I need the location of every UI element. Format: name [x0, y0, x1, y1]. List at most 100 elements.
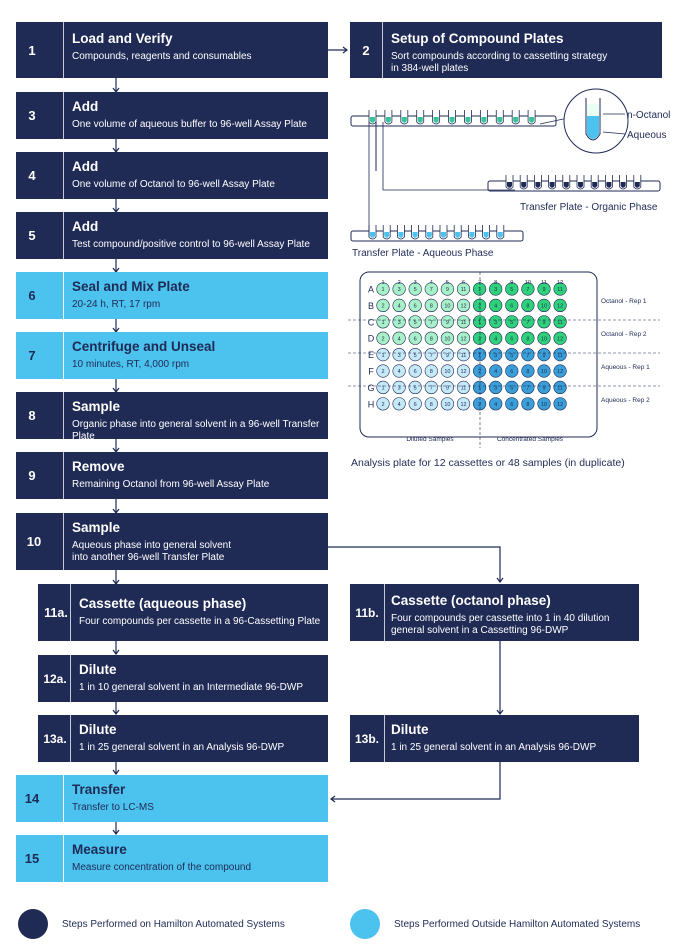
well-label: 2: [381, 369, 384, 375]
well-label: 4: [494, 336, 497, 342]
well-liquid: [535, 182, 541, 188]
step-4: 4 Add One volume of Octanol to 96-well A…: [16, 152, 328, 199]
well-label: 4: [398, 402, 401, 408]
well-label: 3: [398, 353, 401, 359]
well: [376, 282, 390, 296]
well-label: 9: [542, 320, 545, 326]
well: [392, 315, 406, 329]
n-octanol-label: n-Octanol: [627, 110, 671, 121]
well: [424, 315, 438, 329]
step-description: One volume of aqueous buffer to 96-well …: [72, 119, 307, 130]
well: [537, 331, 551, 345]
step-title: Transfer: [72, 782, 126, 797]
well-label: 3: [398, 386, 401, 392]
well: [473, 380, 487, 395]
well: [553, 315, 567, 329]
rep-label: Aqueous - Rep 2: [601, 397, 650, 404]
well: [521, 380, 535, 395]
step-11a: 11a. Cassette (aqueous phase) Four compo…: [38, 584, 328, 641]
well: [376, 298, 390, 313]
well: [392, 298, 406, 313]
step-number: 9: [28, 468, 36, 483]
step-description: Sort compounds according to cassetting s…: [391, 51, 608, 74]
well-label: 5: [510, 320, 513, 326]
well-label: 6: [510, 402, 513, 408]
well: [376, 331, 390, 345]
well-liquid: [521, 182, 527, 188]
well-label: 9: [446, 287, 449, 293]
row-label: E: [368, 350, 374, 360]
step-title: Cassette (aqueous phase): [79, 596, 247, 611]
well-label: 8: [526, 336, 529, 342]
octanol-layer: [587, 104, 599, 116]
step-11b: 11b. Cassette (octanol phase) Four compo…: [350, 584, 639, 641]
col-label: 9: [510, 280, 513, 286]
step-number: 13a.: [43, 731, 67, 746]
well-label: 4: [494, 369, 497, 375]
well: [553, 380, 567, 395]
well: [408, 364, 422, 378]
well-label: 11: [461, 386, 467, 392]
well: [376, 364, 390, 378]
well: [473, 348, 487, 362]
well: [553, 397, 567, 411]
well-liquid: [549, 182, 555, 188]
step-1: 1 Load and Verify Compounds, reagents an…: [16, 22, 328, 78]
well: [489, 380, 503, 395]
arrow-13b-14: [330, 762, 501, 803]
compound-plate-384: [350, 110, 557, 127]
well-liquid: [441, 232, 446, 238]
well: [505, 315, 519, 329]
step-description: 20-24 h, RT, 17 rpm: [72, 299, 161, 310]
col-label: 12: [557, 280, 563, 286]
well: [408, 397, 422, 411]
well: [408, 380, 422, 395]
well-label: 9: [446, 353, 449, 359]
well-label: 9: [446, 386, 449, 392]
well-label: 2: [478, 336, 481, 342]
well-label: 6: [414, 402, 417, 408]
step-description: 1 in 25 general solvent in an Analysis 9…: [391, 742, 597, 753]
well-liquid: [634, 182, 640, 188]
step-description: Transfer to LC-MS: [72, 802, 154, 813]
well-label: 8: [526, 402, 529, 408]
well: [553, 331, 567, 345]
well-label: 3: [494, 287, 497, 293]
well: [456, 364, 471, 378]
well: [424, 380, 438, 395]
well-liquid: [529, 117, 535, 123]
transfer-plate-organic: [487, 175, 661, 192]
well-label: 8: [526, 304, 529, 310]
well: [553, 282, 567, 296]
well-label: 10: [541, 402, 547, 408]
magnifier-line: [539, 117, 569, 125]
well: [456, 397, 471, 411]
well: [456, 282, 471, 296]
step-title: Sample: [72, 399, 121, 414]
step-3: 3 Add One volume of aqueous buffer to 96…: [16, 92, 328, 139]
step-6: 6 Seal and Mix Plate 20-24 h, RT, 17 rpm: [16, 272, 328, 319]
well-label: 5: [414, 386, 417, 392]
step-number: 6: [28, 288, 36, 303]
well-label: 1: [381, 320, 384, 326]
well-liquid: [465, 117, 471, 123]
rep-label: Octanol - Rep 1: [601, 298, 647, 305]
col-label: 11: [541, 280, 547, 286]
well: [553, 298, 567, 313]
well-label: 11: [461, 353, 467, 359]
well-label: 11: [557, 353, 563, 359]
step-title: Remove: [72, 459, 125, 474]
well-liquid: [592, 182, 598, 188]
well-label: 1: [381, 353, 384, 359]
well-label: 6: [510, 336, 513, 342]
plate-body: [487, 180, 661, 192]
well: [392, 380, 406, 395]
concentrated-label: Concentrated Samples: [497, 436, 564, 443]
well: [392, 364, 406, 378]
step-description: 1 in 10 general solvent in an Intermedia…: [79, 682, 304, 693]
plate-illustration: [350, 88, 661, 242]
step-description-line2: general solvent in a Cassetting 96-DWP: [391, 625, 569, 636]
well-label: 2: [478, 304, 481, 310]
well-label: 9: [542, 287, 545, 293]
step-12a: 12a. Dilute 1 in 10 general solvent in a…: [38, 655, 328, 702]
